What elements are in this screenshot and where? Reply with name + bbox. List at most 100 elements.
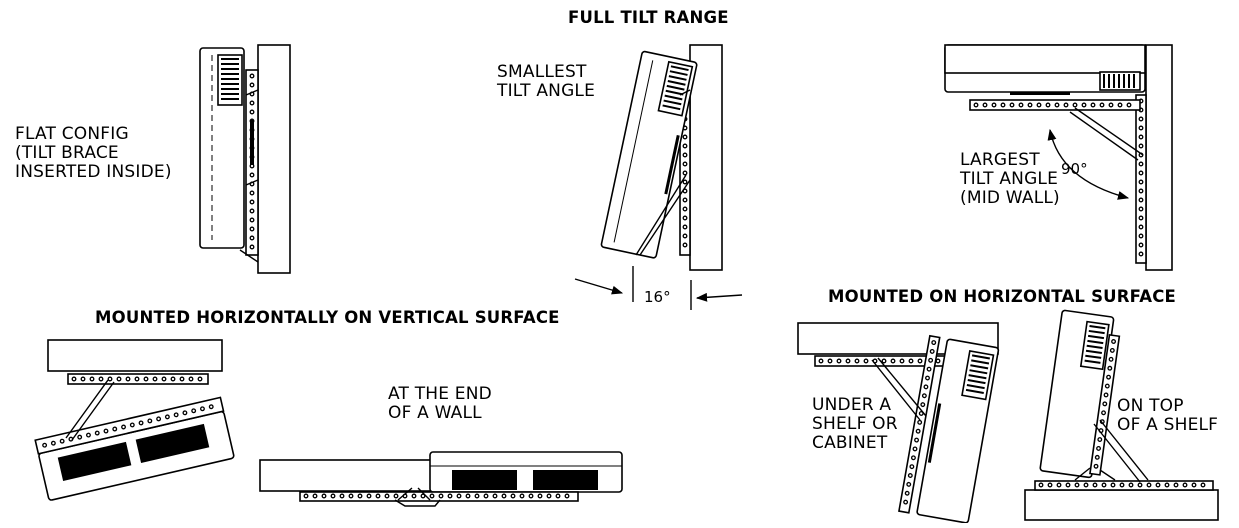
vent-slat [971, 359, 990, 365]
bracket-hole [107, 376, 113, 382]
bracket-hole [1138, 134, 1144, 140]
bracket-hole [682, 215, 688, 221]
connector-panel [250, 120, 254, 165]
bracket-hole [249, 172, 255, 178]
bracket-hole [164, 414, 170, 420]
tilt-brace [1069, 107, 1144, 161]
horizontal-vertical-left-drawing [34, 339, 235, 501]
bracket-hole [903, 499, 909, 505]
bracket-hole [1138, 170, 1144, 176]
bracket-hole [682, 224, 688, 230]
vent-slat [1089, 325, 1106, 330]
bracket-hole [348, 493, 354, 499]
bracket-hole [682, 134, 688, 140]
bracket-hole [80, 376, 86, 382]
bracket-hole [152, 376, 158, 382]
label-smallest-tilt: SMALLEST TILT ANGLE [497, 62, 596, 101]
tilt-brace [871, 357, 927, 421]
bracket-hole [77, 434, 83, 440]
bracket-hole [249, 73, 255, 79]
bracket-hole [249, 100, 255, 106]
bracket-hole [1119, 482, 1125, 488]
bracket-hole [59, 438, 65, 444]
vent-slat [669, 70, 688, 76]
bracket-hole [1045, 102, 1051, 108]
dimension-16-degrees: 16° [644, 288, 671, 306]
bracket-hole [555, 493, 561, 499]
vent-slat [968, 374, 987, 380]
tilt-brace [635, 174, 691, 256]
vent-slat [1087, 339, 1104, 345]
vent-slat [665, 89, 684, 96]
vent-slat [1088, 329, 1105, 335]
wall [259, 459, 439, 492]
bracket-hole [982, 102, 988, 108]
vent-slat [1086, 344, 1103, 350]
bracket-hole [1038, 482, 1044, 488]
vent-slat [668, 75, 687, 81]
bracket-hole [208, 404, 214, 410]
bracket-hole [129, 422, 135, 428]
bracket-hole [71, 376, 77, 382]
bracket-hole [173, 412, 179, 418]
vent-slat [1084, 359, 1101, 364]
bracket-hole [1027, 102, 1033, 108]
bracket-hole [827, 358, 833, 364]
end-of-wall-drawing [259, 451, 623, 507]
bracket-hole [1138, 197, 1144, 203]
vent-grille [57, 441, 132, 481]
bracket-hole [1093, 463, 1099, 469]
bracket-hole [393, 493, 399, 499]
bracket-hole [682, 152, 688, 158]
bracket-hole [483, 493, 489, 499]
bracket-hole [881, 358, 887, 364]
bracket-hole [909, 464, 915, 470]
bracket-hole [438, 493, 444, 499]
vent-slat [666, 84, 685, 91]
bracket-hole [429, 493, 435, 499]
dimension-arrow-left [574, 278, 624, 295]
bracket-hole [366, 493, 372, 499]
bracket-hole [921, 393, 927, 399]
bracket-hole [1138, 188, 1144, 194]
bracket-hole [1097, 437, 1103, 442]
bracket-hole [474, 493, 480, 499]
bracket-hole [1036, 102, 1042, 108]
bracket-hole [926, 366, 932, 372]
flat-config-drawing [199, 44, 291, 274]
bracket-hole [915, 428, 921, 434]
bracket-hole [1138, 125, 1144, 131]
bracket-hole [94, 430, 100, 436]
bracket-hole [188, 376, 194, 382]
bracket-hole [303, 493, 309, 499]
bracket-hole [935, 358, 941, 364]
on-top-shelf-drawing [1024, 309, 1219, 521]
bracket-hole [890, 358, 896, 364]
bracket-hole [1173, 482, 1179, 488]
bracket-hole [42, 442, 48, 448]
bracket-hole [925, 375, 930, 381]
bracket-hole [1083, 482, 1089, 488]
bracket-hole [917, 419, 923, 425]
bracket-hole [546, 493, 552, 499]
bracket-hole [1128, 482, 1134, 488]
bracket-hole [1200, 482, 1206, 488]
vent-slat [664, 94, 683, 101]
bracket-hole [923, 384, 929, 390]
bracket-hole [197, 376, 203, 382]
bracket-hole [928, 357, 934, 363]
vent-slat [967, 379, 986, 385]
bracket-hole [1074, 482, 1080, 488]
bracket-hole [249, 190, 255, 196]
vent-slat [970, 364, 989, 370]
bracket-hole [528, 493, 534, 499]
bracket-hole [321, 493, 327, 499]
bracket-hole [1155, 482, 1161, 488]
bracket-hole [89, 376, 95, 382]
wall-bracket [1135, 94, 1147, 264]
bracket-hole [510, 493, 516, 499]
bracket-hole [330, 493, 336, 499]
wall [1145, 44, 1173, 271]
bracket-hole [1000, 102, 1006, 108]
bracket-hole [682, 233, 688, 239]
